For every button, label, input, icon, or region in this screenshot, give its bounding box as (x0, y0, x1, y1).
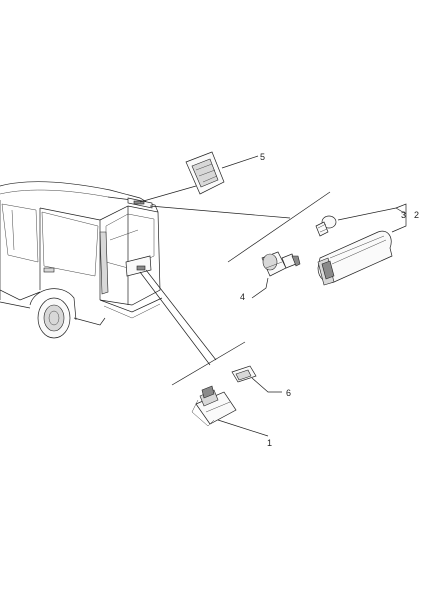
callout-4: 4 (240, 292, 245, 302)
part-2-lamp-housing (317, 230, 393, 286)
callout-5: 5 (260, 152, 265, 162)
callout-2: 2 (414, 210, 419, 220)
callout-bracket-3-2 (337, 203, 407, 233)
callout-1: 1 (267, 438, 272, 448)
part-5-lamp-lens (185, 151, 259, 195)
vehicle-illustration (0, 181, 163, 339)
part-6-bulb (231, 365, 282, 393)
part-4-bulb-holder (251, 251, 301, 299)
leader-lines (139, 185, 331, 386)
part-1-plate-lamp (191, 385, 269, 437)
callout-6: 6 (286, 388, 291, 398)
part-3-bulb (315, 215, 337, 237)
callout-3: 3 (401, 210, 406, 220)
